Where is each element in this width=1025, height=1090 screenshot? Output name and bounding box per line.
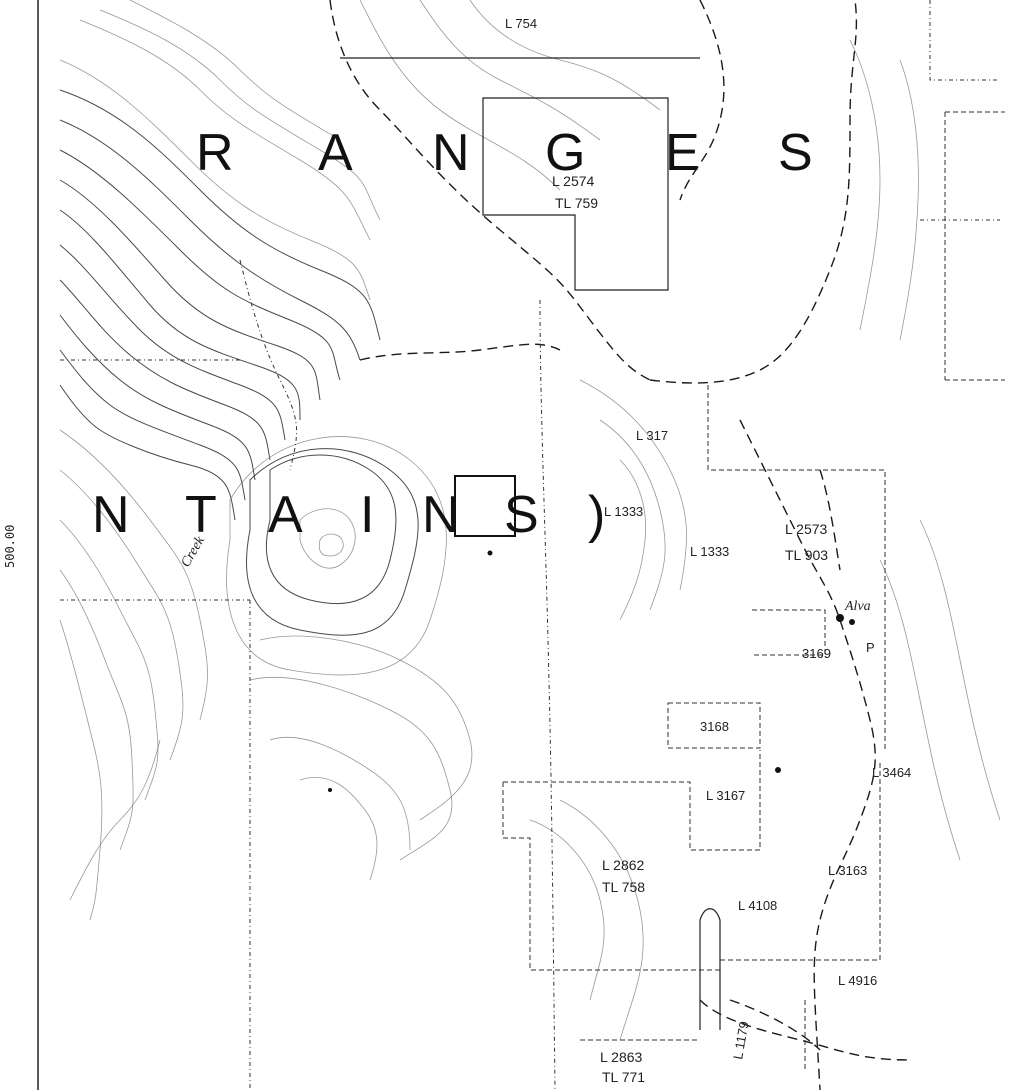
range-letter: G <box>545 124 585 182</box>
lot-label: L 317 <box>636 428 668 443</box>
range-letter: N <box>92 486 130 544</box>
lot-label: L 2573 <box>785 521 828 537</box>
range-letter: A <box>318 124 353 182</box>
lot-label: L 754 <box>505 16 537 31</box>
range-letter: S <box>778 124 813 182</box>
range-letter: I <box>360 486 374 544</box>
lot-label: L 1333 <box>604 504 643 519</box>
lot-label: L 2574 <box>552 173 595 189</box>
parking-symbol: P <box>866 640 875 655</box>
contour-lines-west <box>59 0 381 921</box>
lot-label: TL 771 <box>602 1069 645 1085</box>
scale-label: 500.00 <box>3 525 17 568</box>
lot-label: TL 759 <box>555 195 598 211</box>
range-letter: N <box>432 124 470 182</box>
lot-label: TL 903 <box>785 547 828 563</box>
spot-height-dot <box>487 550 493 556</box>
lot-labels: L 754 L 2574 TL 759 L 317 L 1333 L 1333 … <box>505 16 911 1085</box>
lot-label: L 2862 <box>602 857 645 873</box>
place-name-alva: Alva <box>844 599 871 614</box>
lot-label: L 4108 <box>738 898 777 913</box>
contour-lines-center <box>226 436 473 881</box>
range-name-line-2: N T A I N S ) <box>92 486 605 544</box>
lot-label: L 3163 <box>828 863 867 878</box>
range-letter: A <box>268 486 303 544</box>
range-letter: ) <box>588 486 605 544</box>
lot-label: L 1333 <box>690 544 729 559</box>
spot-height-dot-2 <box>775 767 781 773</box>
range-name-line-1: R A N G E S <box>196 124 813 182</box>
lot-label: 3168 <box>700 719 729 734</box>
lot-label: L 4916 <box>838 973 877 988</box>
district-boundaries <box>60 0 1000 1090</box>
alva-settlement-dot <box>836 614 844 622</box>
lot-label: 3169 <box>802 646 831 661</box>
range-letter: T <box>185 486 217 544</box>
lot-label: L 1179 <box>730 1020 751 1060</box>
alva-settlement-dot-2 <box>849 619 855 625</box>
spot-height-dot-3 <box>328 788 332 792</box>
range-letter: S <box>504 486 539 544</box>
range-letter: R <box>196 124 234 182</box>
lot-label: TL 758 <box>602 879 645 895</box>
highlight-box <box>454 475 516 537</box>
range-letter: E <box>665 124 700 182</box>
lot-label: L 2863 <box>600 1049 643 1065</box>
range-letter: N <box>422 486 460 544</box>
lot-boundaries <box>340 57 1005 1070</box>
lot-label: L 3464 <box>872 765 911 780</box>
lot-label: L 3167 <box>706 788 745 803</box>
contour-lines-east <box>359 0 1001 1041</box>
